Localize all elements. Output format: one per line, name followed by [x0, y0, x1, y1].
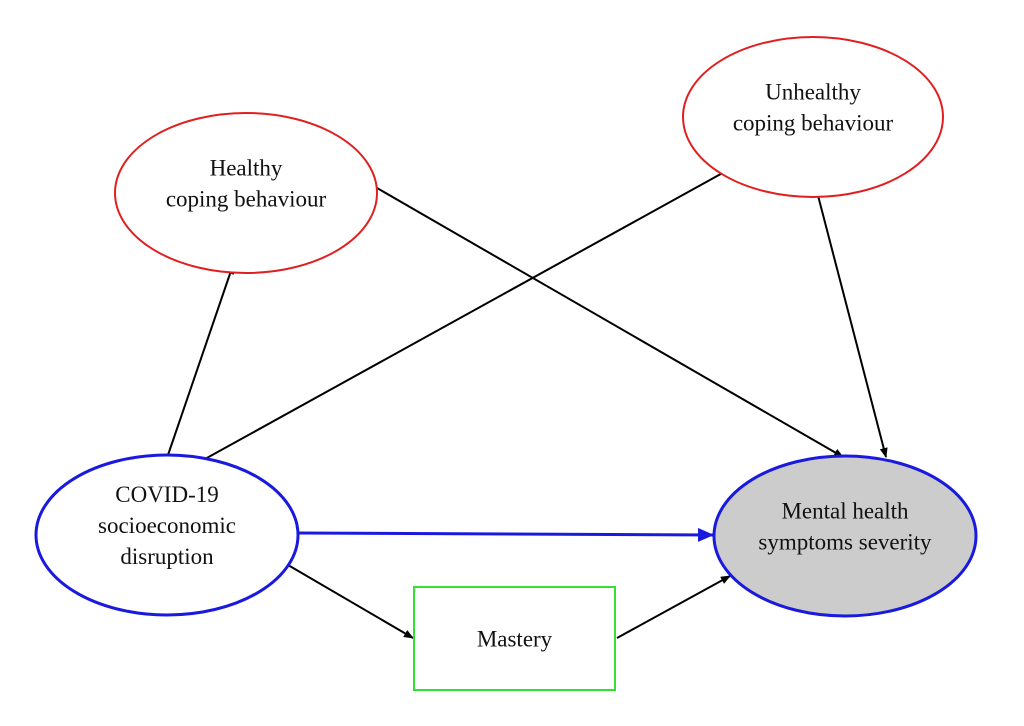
- node-unhealthy-label: Unhealthy: [765, 80, 861, 105]
- node-unhealthy-label: coping behaviour: [733, 111, 894, 136]
- node-mental-label: symptoms severity: [758, 530, 932, 555]
- edge-healthy-to-mental: [376, 187, 844, 458]
- node-healthy-label: Healthy: [210, 156, 283, 181]
- node-healthy-shape: [114, 112, 378, 274]
- node-mental-shape: [712, 454, 978, 618]
- node-healthy: Healthy coping behaviour: [114, 112, 378, 274]
- node-covid-label: disruption: [120, 544, 214, 569]
- node-mental: Mental health symptoms severity: [712, 454, 978, 618]
- edge-unhealthy-to-mental: [814, 183, 888, 458]
- node-mastery-label: Mastery: [477, 627, 553, 652]
- node-covid-shape: [34, 453, 300, 617]
- node-healthy-label: coping behaviour: [166, 187, 327, 212]
- node-mastery: Mastery: [413, 586, 616, 691]
- node-mastery-shape: [413, 586, 616, 691]
- node-covid: COVID-19 socioeconomic disruption: [34, 453, 300, 617]
- edge-covid-to-mastery: [287, 564, 414, 639]
- edge-covid-to-healthy: [167, 264, 234, 456]
- node-covid-label: COVID-19: [115, 482, 219, 507]
- node-unhealthy-shape: [682, 36, 944, 198]
- edge-covid-to-unhealthy: [204, 164, 738, 460]
- node-covid-label: socioeconomic: [98, 513, 236, 538]
- edge-mastery-to-mental: [616, 575, 731, 639]
- node-mental-label: Mental health: [781, 499, 909, 524]
- node-unhealthy: Unhealthy coping behaviour: [682, 36, 944, 198]
- edge-covid-to-mental: [297, 527, 714, 542]
